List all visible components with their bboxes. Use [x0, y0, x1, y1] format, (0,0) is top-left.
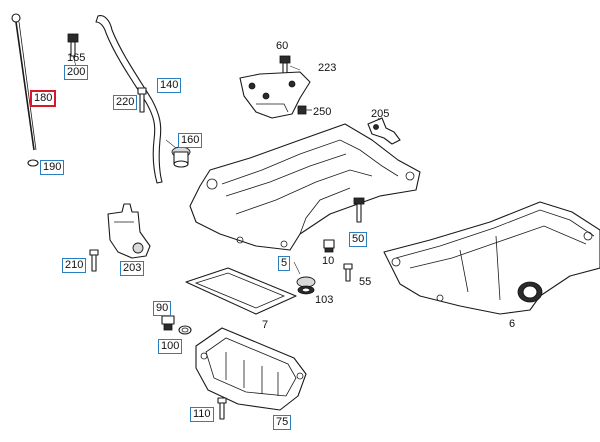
plug-90-drawing: [161, 315, 175, 331]
oil-pan-6-drawing: [383, 201, 600, 315]
gasket-7-drawing: [185, 267, 297, 315]
part-label-7: 7: [262, 319, 269, 331]
part-label-55: 55: [359, 276, 372, 288]
part-label-165: 165: [67, 52, 86, 64]
part-label-6: 6: [509, 318, 516, 330]
seal-100-drawing: [178, 325, 192, 335]
callout-200[interactable]: 200: [64, 65, 89, 80]
bolt-50-drawing: [353, 197, 365, 223]
bolt-55-drawing: [343, 263, 353, 282]
bracket-223-drawing: [239, 71, 311, 119]
leader-lines: [72, 55, 381, 275]
bracket-203-drawing: [107, 203, 151, 259]
callout-50[interactable]: 50: [349, 232, 368, 247]
seal-103-drawing: [296, 276, 316, 295]
callout-5[interactable]: 5: [278, 256, 291, 271]
callout-90[interactable]: 90: [153, 301, 172, 316]
callout-203[interactable]: 203: [120, 261, 145, 276]
callout-110[interactable]: 110: [190, 407, 214, 422]
part-label-205: 205: [371, 108, 390, 120]
part-label-60: 60: [276, 40, 289, 52]
callout-220[interactable]: 220: [113, 95, 138, 110]
callout-140[interactable]: 140: [157, 78, 182, 93]
callout-210[interactable]: 210: [62, 258, 87, 273]
upper-oil-pan-drawing: [189, 123, 421, 251]
plug-10-drawing: [323, 239, 335, 253]
callout-190[interactable]: 190: [40, 160, 65, 175]
callout-160[interactable]: 160: [178, 133, 203, 148]
callout-75[interactable]: 75: [273, 415, 292, 430]
bolt-210-drawing: [89, 249, 99, 272]
part-label-250: 250: [313, 106, 332, 118]
dipstick-drawing: [11, 13, 39, 167]
callout-180-selected[interactable]: 180: [30, 90, 57, 107]
guide-tube-drawing: [95, 15, 163, 184]
sensor-205-drawing: [367, 117, 401, 145]
bolt-110-drawing: [217, 397, 227, 420]
lower-oil-pan-drawing: [195, 327, 307, 411]
seal-160-drawing: [171, 146, 191, 168]
part-label-223: 223: [318, 62, 337, 74]
part-label-103: 103: [315, 294, 334, 306]
callout-100[interactable]: 100: [158, 339, 183, 354]
bolt-220-drawing: [137, 87, 147, 113]
part-label-10: 10: [322, 255, 335, 267]
